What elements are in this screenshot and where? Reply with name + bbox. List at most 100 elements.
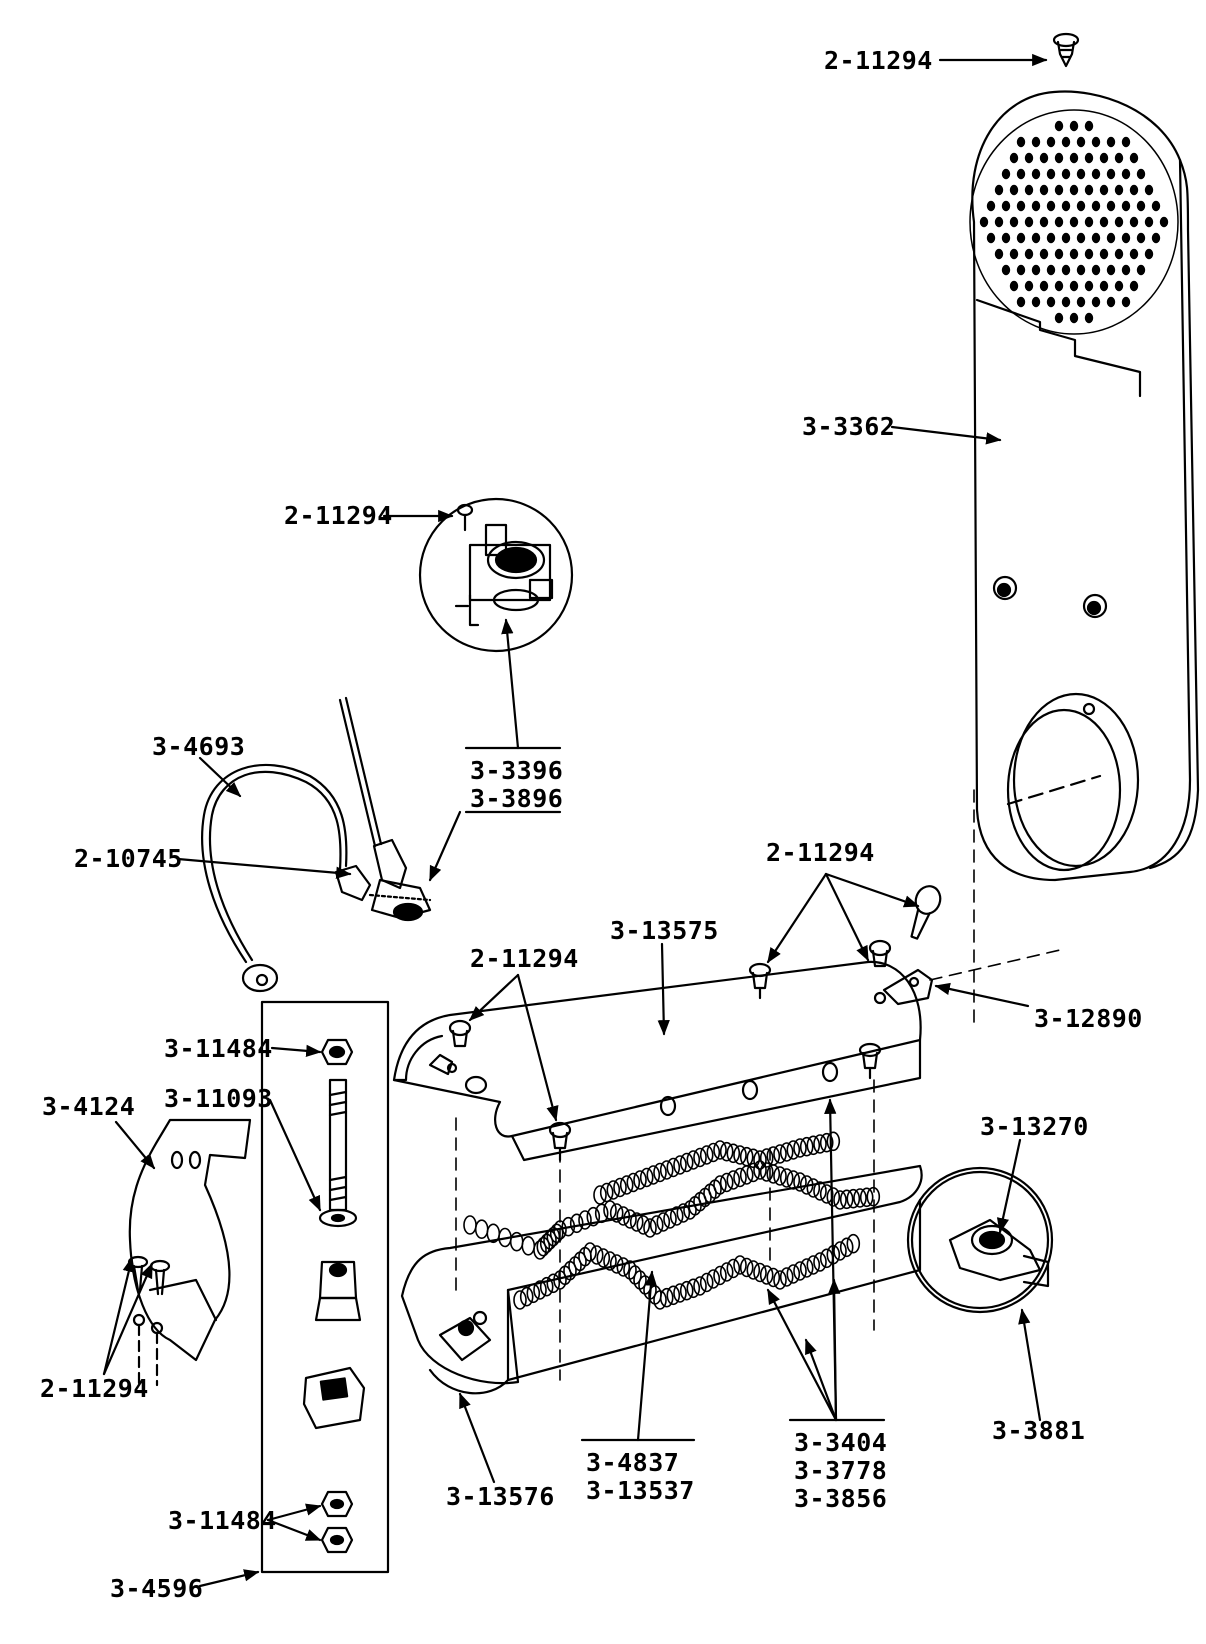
grille-hole [1121, 264, 1131, 276]
terminal-kit-box-icon [262, 1002, 388, 1572]
coil-loop [701, 1274, 713, 1292]
coil-loop [547, 1274, 559, 1292]
label-cutoff: 3-13270 [980, 1112, 1089, 1141]
grille-hole [1024, 248, 1034, 260]
coil-loop [707, 1270, 719, 1288]
grille-hole [1031, 264, 1041, 276]
coil-loop [551, 1224, 563, 1242]
grille-hole [1009, 248, 1019, 260]
coil-loop [584, 1243, 596, 1261]
coil-loop [694, 1277, 706, 1295]
grille-hole [1121, 232, 1131, 244]
coil-loop [476, 1220, 488, 1238]
coil-loop [607, 1181, 619, 1199]
coil-loop [514, 1291, 526, 1309]
grille-hole [1039, 280, 1049, 292]
coil-loop [767, 1147, 779, 1165]
coil-loop [611, 1204, 623, 1222]
coil-loop [604, 1201, 616, 1219]
grille-hole [1009, 152, 1019, 164]
coil-loop [734, 1256, 746, 1274]
coil-loop [807, 1136, 819, 1154]
thermostat-inset-icon [420, 499, 572, 651]
coil-loop [601, 1184, 613, 1202]
coil-loop [674, 1156, 686, 1174]
coil-loop [707, 1144, 719, 1162]
coil-loop [821, 1249, 833, 1267]
grille-hole [1076, 168, 1086, 180]
coil-loop [787, 1171, 799, 1189]
grille-hole [1054, 184, 1064, 196]
label-nuts-bottom: 3-11484 [168, 1506, 277, 1535]
coil-loop [807, 1179, 819, 1197]
grille-hole [1046, 232, 1056, 244]
label-nut-top: 3-11484 [164, 1034, 273, 1063]
grille-hole [1046, 136, 1056, 148]
grille-hole [1129, 184, 1139, 196]
label-screw-thermostat: 2-11294 [284, 501, 393, 530]
leader-lines [102, 53, 1048, 1588]
grille-hole [1054, 312, 1064, 324]
grille-hole [1084, 280, 1094, 292]
grille-hole [1121, 136, 1131, 148]
coil-loop [591, 1246, 603, 1264]
coil-loop [781, 1268, 793, 1286]
grille-hole [1099, 216, 1109, 228]
label-coil-c: 3-3856 [794, 1484, 888, 1513]
grille-hole [1031, 200, 1041, 212]
grille-hole [1091, 296, 1101, 308]
label-outlet-panel: 3-3362 [802, 412, 896, 441]
coil-loop [754, 1264, 766, 1282]
grille-hole [1129, 280, 1139, 292]
grille-hole [1016, 296, 1026, 308]
grille-hole [1024, 280, 1034, 292]
grille-hole [1129, 248, 1139, 260]
grille-hole [1099, 152, 1109, 164]
grille-hole [1061, 136, 1071, 148]
grille-hole [1076, 136, 1086, 148]
coil-loop [594, 1186, 606, 1204]
coil-loop [741, 1148, 753, 1166]
grille-holes-icon [970, 110, 1178, 334]
grille-hole [994, 216, 1004, 228]
coil-loop [541, 1278, 553, 1296]
coil-loop [521, 1288, 533, 1306]
grille-hole [1136, 264, 1146, 276]
coil-loop [801, 1259, 813, 1277]
coil-loop [801, 1176, 813, 1194]
grille-hole [1009, 280, 1019, 292]
coil-loop [827, 1132, 839, 1150]
grille-hole [1039, 152, 1049, 164]
coil-loop [641, 1169, 653, 1187]
grille-hole [1121, 296, 1131, 308]
grille-hole [1054, 248, 1064, 260]
thermal-cutoff-icon [908, 1168, 1052, 1312]
top-shield-icon [394, 962, 921, 1160]
grille-hole [1114, 216, 1124, 228]
coil-loop [734, 1146, 746, 1164]
coil-loop [654, 1291, 666, 1309]
grille-hole [1061, 232, 1071, 244]
grille-hole [1016, 136, 1026, 148]
grille-hole [1009, 216, 1019, 228]
coil-loop [694, 1149, 706, 1167]
coil-loop [827, 1188, 839, 1206]
coil-loop [714, 1267, 726, 1285]
label-screws-shield: 2-11294 [766, 838, 875, 867]
grille-hole [1069, 248, 1079, 260]
grille-hole [1091, 136, 1101, 148]
grille-hole [986, 232, 996, 244]
coil-loop [794, 1139, 806, 1157]
label-coil-b: 3-3778 [794, 1456, 888, 1485]
heater-coils-icon [464, 1132, 879, 1309]
ground-wire-icon [202, 698, 430, 991]
grille-hole [1031, 296, 1041, 308]
label-coil-a: 3-3404 [794, 1428, 888, 1457]
coil-loop [721, 1174, 733, 1192]
coil-loop [634, 1171, 646, 1189]
coil-loop [834, 1242, 846, 1260]
grille-hole [1114, 248, 1124, 260]
coil-loop [637, 1216, 649, 1234]
coil-loop [787, 1141, 799, 1159]
